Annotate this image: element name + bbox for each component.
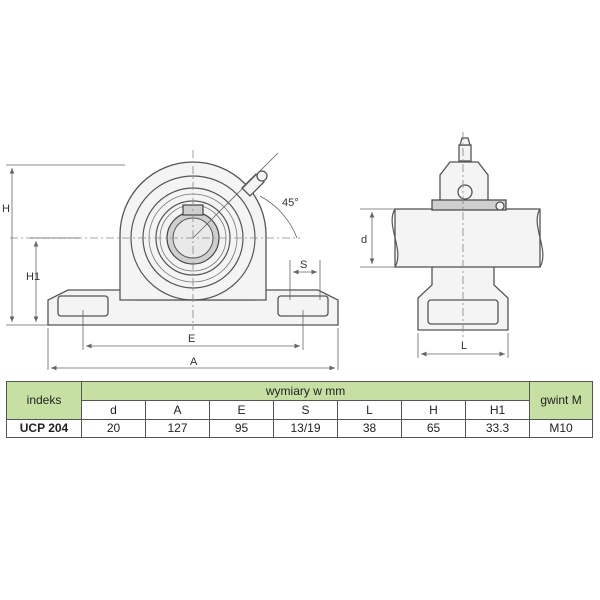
cell-E: 95 xyxy=(209,419,274,438)
dim-label-angle: 45° xyxy=(282,197,299,209)
dim-label-S: S xyxy=(300,259,307,271)
cell-thread: M10 xyxy=(529,419,594,438)
table-row: UCP 204 20 127 95 13/19 38 65 33.3 M10 xyxy=(6,419,594,438)
side-view: d L xyxy=(360,132,544,358)
cell-d: 20 xyxy=(81,419,146,438)
column-header-L: L xyxy=(337,400,402,420)
column-header-H1: H1 xyxy=(464,400,531,420)
thread-header: gwint M xyxy=(529,381,594,420)
dim-label-L: L xyxy=(461,340,467,352)
cell-H1: 33.3 xyxy=(464,419,531,438)
dim-label-E: E xyxy=(188,333,195,345)
specification-table: indeks wymiary w mm gwint M d A E S L H … xyxy=(6,381,594,438)
column-header-d: d xyxy=(81,400,146,420)
technical-drawing: H H1 E A S 45° d L xyxy=(2,132,544,370)
table-header-row: indeks wymiary w mm gwint M xyxy=(6,381,594,420)
dim-label-A: A xyxy=(190,356,198,368)
front-view: H H1 E A S 45° xyxy=(2,150,339,370)
cell-S: 13/19 xyxy=(273,419,338,438)
column-header-A: A xyxy=(145,400,210,420)
row-index: UCP 204 xyxy=(6,419,82,438)
cell-A: 127 xyxy=(145,419,210,438)
dim-label-d: d xyxy=(361,234,367,246)
column-header-H: H xyxy=(401,400,466,420)
index-header: indeks xyxy=(6,381,82,420)
dimensions-group-header: wymiary w mm xyxy=(80,381,531,401)
table-subheader-row: d A E S L H H1 xyxy=(7,400,593,420)
dim-label-H: H xyxy=(2,203,10,215)
dim-label-H1: H1 xyxy=(26,271,40,283)
column-header-S: S xyxy=(273,400,338,420)
cell-L: 38 xyxy=(337,419,402,438)
column-header-E: E xyxy=(209,400,274,420)
cell-H: 65 xyxy=(401,419,466,438)
